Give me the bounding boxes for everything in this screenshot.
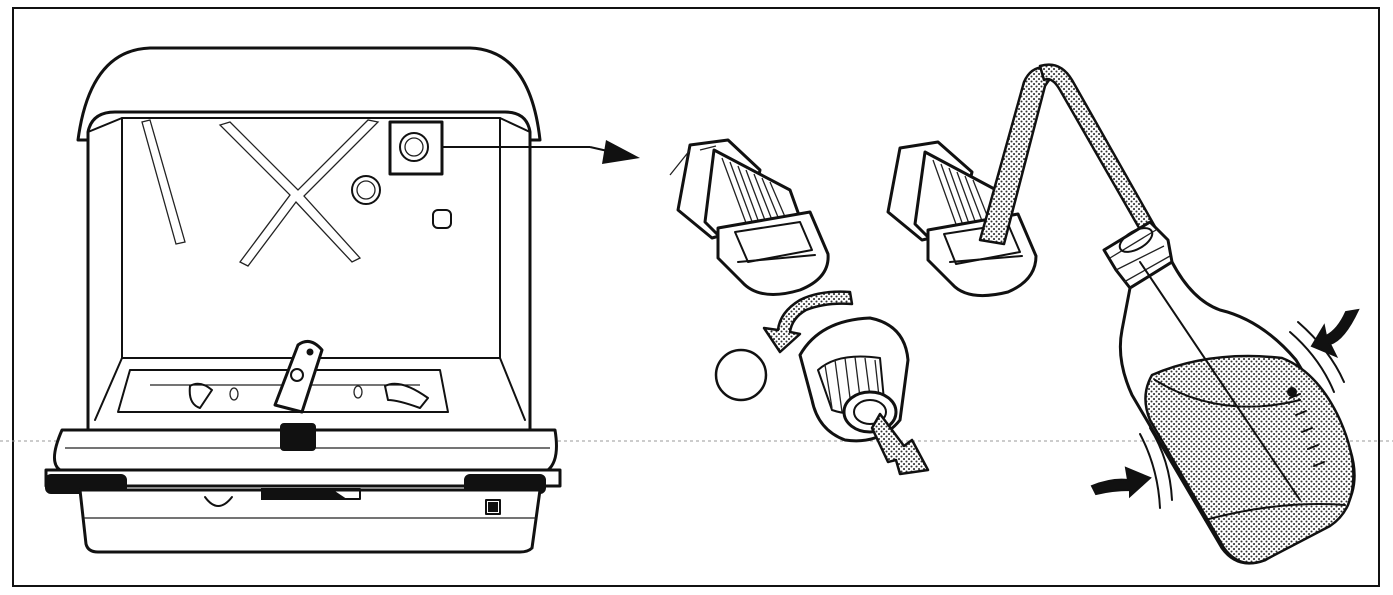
dishwasher-open-icon — [44, 46, 562, 554]
squeeze-arrow-bottom-icon — [1090, 427, 1173, 509]
rotate-arrow-icon — [762, 290, 854, 354]
squeeze-arrow-top-icon — [1289, 308, 1360, 393]
squeeze-bottle-icon — [978, 63, 1356, 565]
pointer-arrow — [442, 140, 640, 164]
bottle-scale — [1289, 393, 1325, 467]
pull-out-arrow-icon — [870, 412, 930, 476]
screw-cap-icon — [798, 316, 910, 443]
step-number-badge — [714, 348, 768, 402]
dispenser-cap-icon — [669, 138, 830, 296]
diagram-frame — [12, 7, 1380, 587]
